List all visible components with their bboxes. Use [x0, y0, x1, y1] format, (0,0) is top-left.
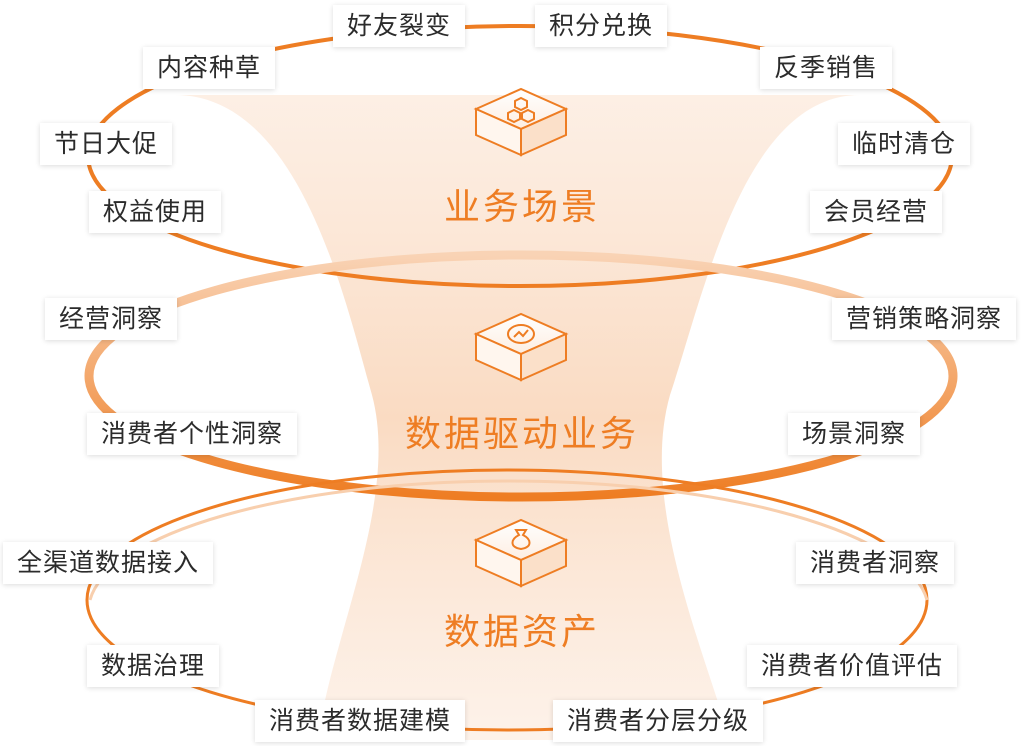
- layer-title-data-assets: 数据资产: [443, 612, 601, 653]
- tag-consumer-data-modeling: 消费者数据建模: [255, 700, 466, 742]
- layer-title-business: 业务场景: [443, 187, 601, 228]
- tag-marketing-strategy-insight: 营销策略洞察: [832, 298, 1017, 340]
- tag-points-redemption: 积分兑换: [535, 5, 668, 47]
- tag-benefit-usage: 权益使用: [89, 191, 222, 233]
- cube-moneybag-icon: [473, 518, 569, 588]
- tag-holiday-promotion: 节日大促: [40, 123, 173, 165]
- layer-title-data-driven: 数据驱动业务: [404, 414, 640, 455]
- tag-consumer-insight: 消费者洞察: [796, 542, 955, 584]
- tag-scenario-insight: 场景洞察: [788, 413, 921, 455]
- tag-consumer-value-assessment: 消费者价值评估: [747, 645, 958, 687]
- tag-omnichannel-data-access: 全渠道数据接入: [3, 542, 214, 584]
- cube-chart-icon: [473, 312, 569, 382]
- ring-data-driven: [84, 250, 958, 502]
- funnel-shape: [175, 95, 860, 740]
- tag-content-seeding: 内容种草: [143, 47, 276, 89]
- tag-data-governance: 数据治理: [87, 645, 220, 687]
- cube-hexagons-icon: [473, 87, 569, 157]
- tag-membership-ops: 会员经营: [810, 191, 943, 233]
- tag-off-season-sales: 反季销售: [760, 47, 893, 89]
- tag-consumer-personality-insight: 消费者个性洞察: [87, 413, 298, 455]
- tag-consumer-segmentation: 消费者分层分级: [553, 700, 764, 742]
- tag-business-insight: 经营洞察: [45, 298, 178, 340]
- tag-friend-referral: 好友裂变: [333, 5, 466, 47]
- tag-clearance: 临时清仓: [838, 123, 971, 165]
